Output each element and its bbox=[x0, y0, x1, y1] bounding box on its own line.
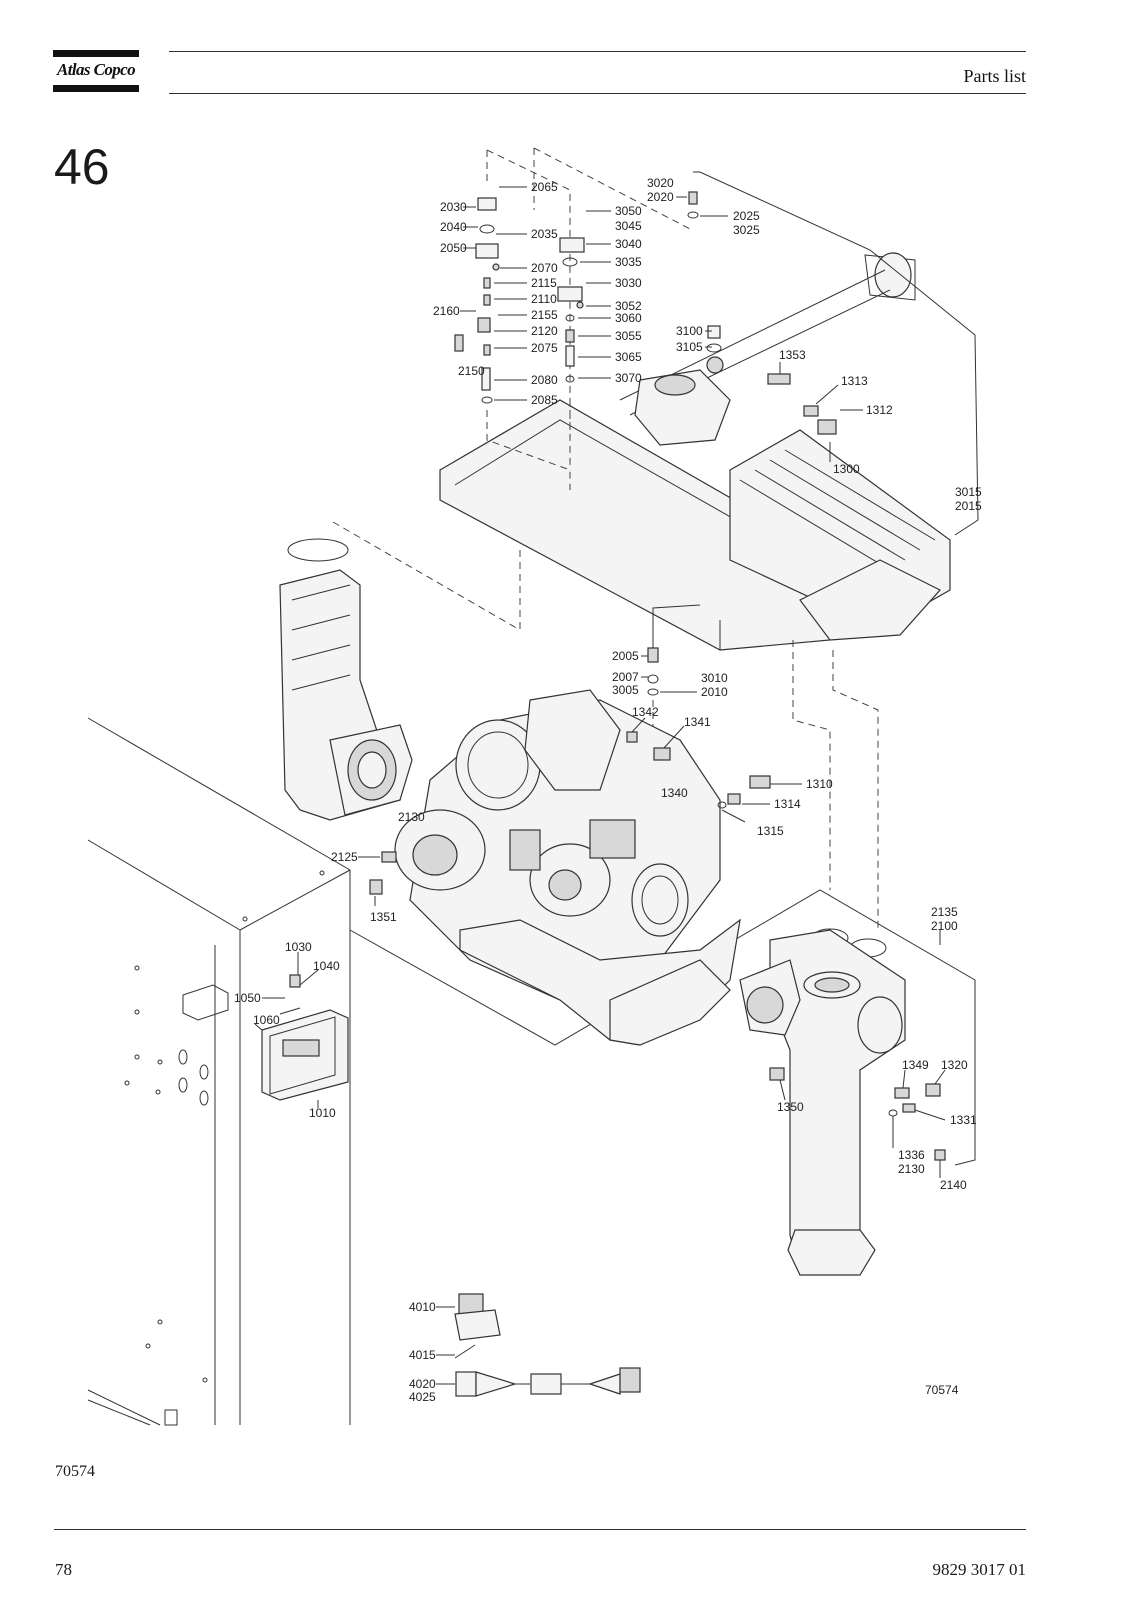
part-label: 3040 bbox=[615, 237, 642, 251]
part-label: 2025 bbox=[733, 209, 760, 223]
callout-leaders bbox=[262, 186, 946, 1385]
part-label: 1331 bbox=[950, 1113, 977, 1127]
part-label: 2085 bbox=[531, 393, 558, 407]
part-label: 2075 bbox=[531, 341, 558, 355]
part-label: 1312 bbox=[866, 403, 893, 417]
part-label: 3020 bbox=[647, 176, 674, 190]
part-label: 3035 bbox=[615, 255, 642, 269]
pipe-routes bbox=[349, 171, 979, 1166]
part-label: 2050 bbox=[440, 241, 467, 255]
part-label: 1310 bbox=[806, 777, 833, 791]
part-label: 2005 bbox=[612, 649, 639, 663]
part-label: 4010 bbox=[409, 1300, 436, 1314]
part-label: 3070 bbox=[615, 371, 642, 385]
part-label: 2125 bbox=[331, 850, 358, 864]
footer-rule bbox=[54, 1529, 1026, 1530]
part-label: 1350 bbox=[777, 1100, 804, 1114]
part-label: 2080 bbox=[531, 373, 558, 387]
part-label: 3045 bbox=[615, 219, 642, 233]
part-label: 2120 bbox=[531, 324, 558, 338]
fittings bbox=[289, 191, 946, 1161]
part-label: 2040 bbox=[440, 220, 467, 234]
part-label: 1342 bbox=[632, 705, 659, 719]
compressor-element bbox=[394, 689, 741, 1046]
part-label: 1010 bbox=[309, 1106, 336, 1120]
section-number: 46 bbox=[54, 139, 110, 195]
logo-bar-top bbox=[53, 50, 139, 57]
part-label: 2015 bbox=[955, 499, 982, 513]
part-label: 2130 bbox=[898, 1162, 925, 1176]
part-label: 2100 bbox=[931, 919, 958, 933]
atlas-copco-logo: Atlas Copco bbox=[53, 50, 139, 92]
part-label: 3105 bbox=[676, 340, 703, 354]
canopy-frame bbox=[87, 717, 351, 1426]
control-panel bbox=[182, 984, 349, 1101]
part-label: 3050 bbox=[615, 204, 642, 218]
part-label: 1060 bbox=[253, 1013, 280, 1027]
intake-duct bbox=[279, 538, 413, 821]
part-label: 2135 bbox=[931, 905, 958, 919]
part-label: 1340 bbox=[661, 786, 688, 800]
part-label: 2160 bbox=[433, 304, 460, 318]
outlet-separator bbox=[739, 928, 906, 1276]
part-label: 2070 bbox=[531, 261, 558, 275]
diagram-inner-code: 70574 bbox=[925, 1383, 959, 1397]
solenoid-valve-kit bbox=[454, 1293, 641, 1397]
part-label: 1050 bbox=[234, 991, 261, 1005]
part-label: 1040 bbox=[313, 959, 340, 973]
part-label: 3065 bbox=[615, 350, 642, 364]
part-label: 4015 bbox=[409, 1348, 436, 1362]
part-label: 2150 bbox=[458, 364, 485, 378]
header-rule-top bbox=[169, 51, 1026, 52]
part-label: 3025 bbox=[733, 223, 760, 237]
part-label: 2115 bbox=[531, 276, 557, 290]
part-label: 3030 bbox=[615, 276, 642, 290]
logo-bar-bottom bbox=[53, 85, 139, 92]
cooler-assembly bbox=[439, 252, 951, 651]
page-number: 78 bbox=[55, 1560, 72, 1579]
part-label: 2130 bbox=[398, 810, 425, 824]
part-label: 4025 bbox=[409, 1390, 436, 1404]
part-label: 3100 bbox=[676, 324, 703, 338]
part-label: 1349 bbox=[902, 1058, 929, 1072]
part-label: 3052 bbox=[615, 299, 642, 313]
part-label: 1314 bbox=[774, 797, 801, 811]
part-label: 3010 bbox=[701, 671, 728, 685]
part-label: 2065 bbox=[531, 180, 558, 194]
logo-text: Atlas Copco bbox=[57, 60, 136, 79]
part-label: 1030 bbox=[285, 940, 312, 954]
part-label: 3005 bbox=[612, 683, 639, 697]
part-label: 2110 bbox=[531, 292, 557, 306]
part-label: 1320 bbox=[941, 1058, 968, 1072]
page-title: Parts list bbox=[963, 66, 1026, 86]
assembly-dash-lines bbox=[332, 147, 879, 930]
part-label: 1353 bbox=[779, 348, 806, 362]
figure-code: 70574 bbox=[55, 1463, 95, 1480]
part-label: 1300 bbox=[833, 462, 860, 476]
part-label: 4020 bbox=[409, 1377, 436, 1391]
part-label: 1313 bbox=[841, 374, 868, 388]
part-label: 1315 bbox=[757, 824, 784, 838]
document-number: 9829 3017 01 bbox=[932, 1560, 1027, 1579]
part-label: 2030 bbox=[440, 200, 467, 214]
header-rule-bottom bbox=[169, 93, 1026, 94]
part-label: 3060 bbox=[615, 311, 642, 325]
part-label: 2140 bbox=[940, 1178, 967, 1192]
part-label: 2035 bbox=[531, 227, 558, 241]
part-label: 3055 bbox=[615, 329, 642, 343]
part-label: 2020 bbox=[647, 190, 674, 204]
part-label: 3015 bbox=[955, 485, 982, 499]
part-label: 2010 bbox=[701, 685, 728, 699]
part-label: 1351 bbox=[370, 910, 397, 924]
part-label: 2007 bbox=[612, 670, 639, 684]
part-label: 1336 bbox=[898, 1148, 925, 1162]
part-label: 2155 bbox=[531, 308, 558, 322]
part-label: 1341 bbox=[684, 715, 711, 729]
